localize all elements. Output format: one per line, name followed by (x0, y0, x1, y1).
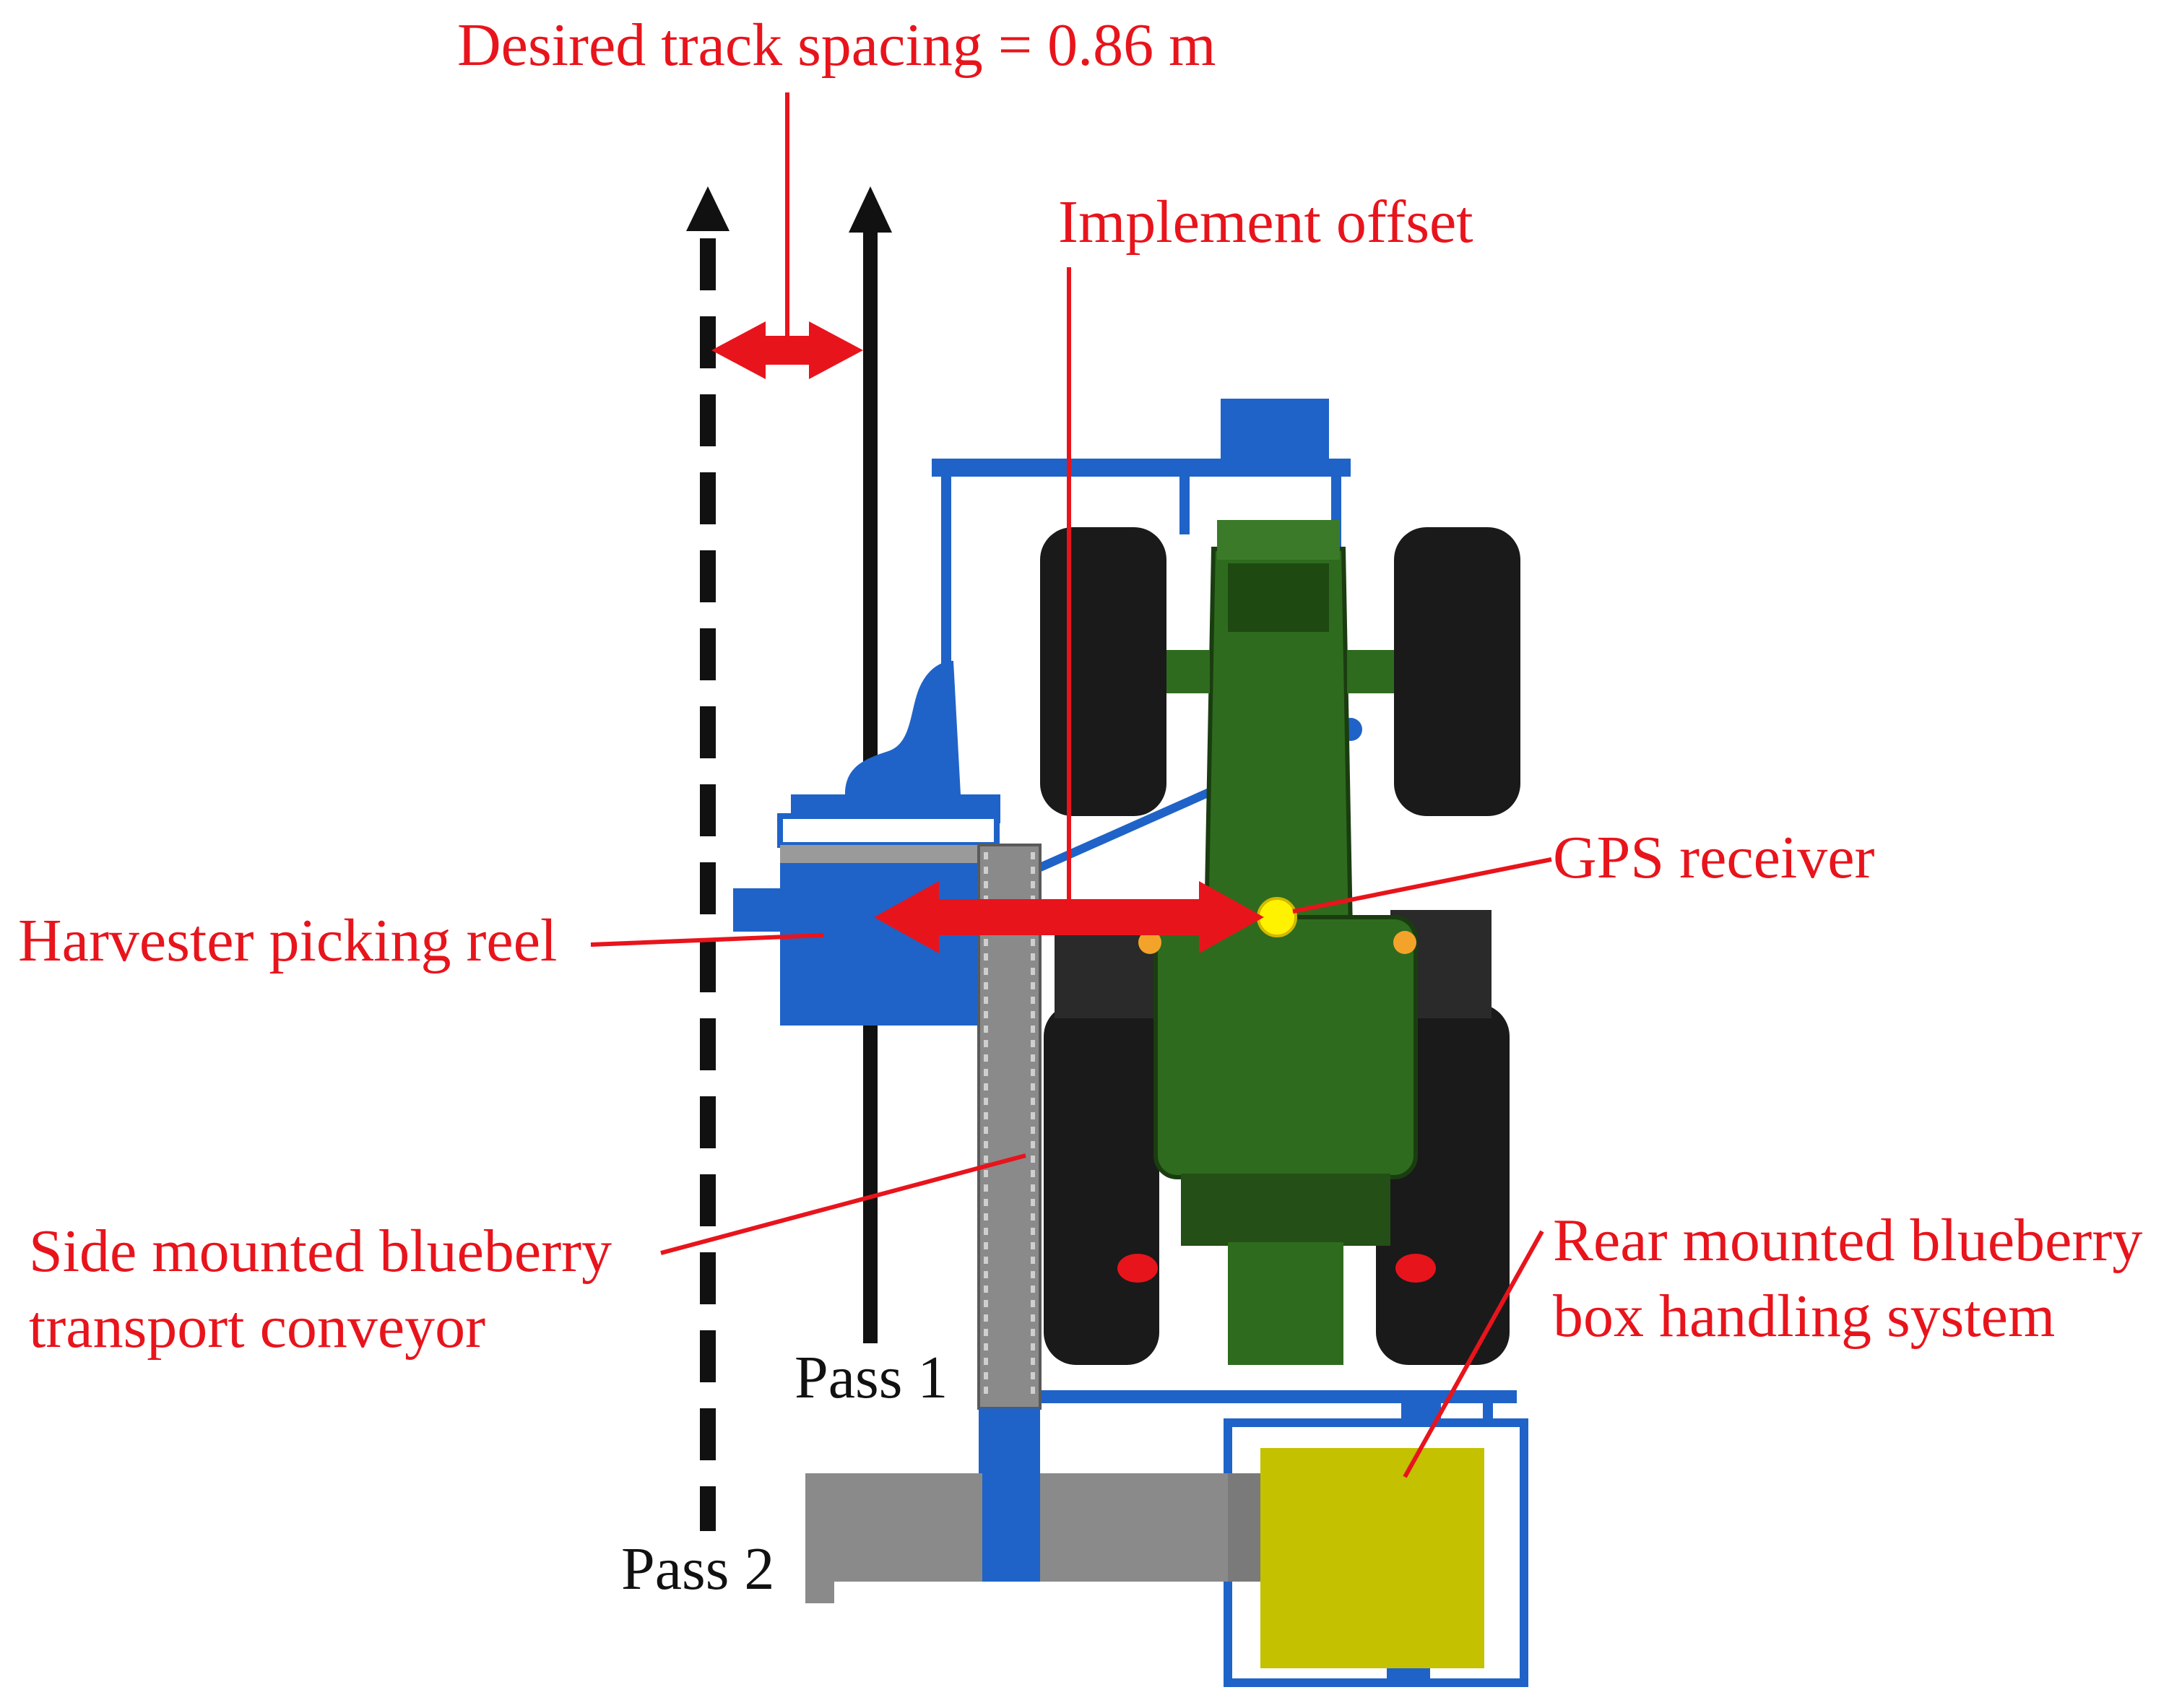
pass-2-path (686, 186, 730, 1531)
conveyor-label-line-2: transport conveyor (29, 1293, 485, 1361)
conveyor-label-line-1: Side mounted blueberry (29, 1218, 612, 1285)
implement-frame (791, 399, 1528, 1687)
track-spacing-indicator (711, 92, 863, 379)
track-spacing-label: Desired track spacing = 0.86 m (457, 12, 1216, 79)
implement-offset-label: Implement offset (1058, 188, 1473, 256)
box-leader-line (1403, 1230, 1544, 1478)
picking-reel-label: Harvester picking reel (18, 907, 557, 974)
pass-2-label: Pass 2 (621, 1535, 774, 1603)
tractor (1040, 520, 1520, 1365)
blueberry-box (1260, 1448, 1484, 1668)
side-conveyor (977, 844, 1042, 1582)
box-system-label-line-2: box handling system (1553, 1283, 2055, 1350)
gps-receiver-label: GPS receiver (1553, 824, 1875, 891)
implement-offset-indicator (874, 267, 1264, 953)
pass-1-label: Pass 1 (795, 1344, 948, 1411)
conveyor-leader-line (660, 1153, 1026, 1255)
box-system-label-line-1: Rear mounted blueberry (1553, 1207, 2142, 1274)
gps-leader-line (1292, 857, 1552, 914)
rear-conveyor (805, 1473, 1260, 1603)
reel-leader-line (590, 933, 824, 947)
